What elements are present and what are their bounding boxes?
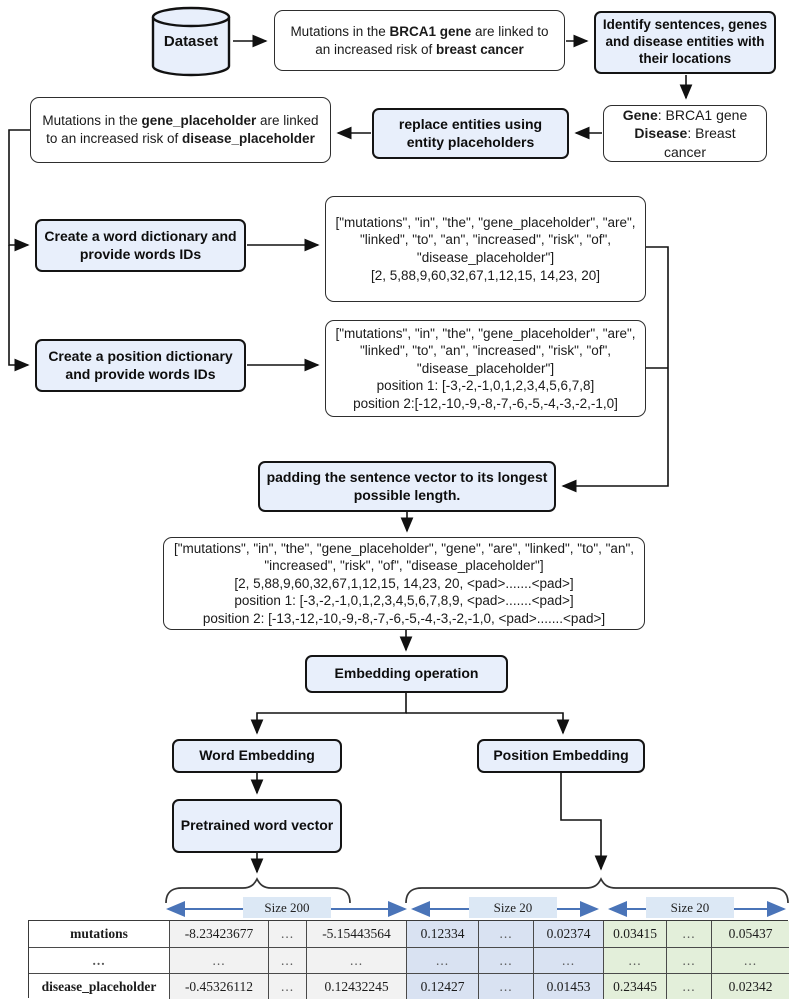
- row-header: disease_placeholder: [29, 973, 169, 999]
- brace-position-embedding: [405, 877, 789, 904]
- table-cell: ...: [268, 921, 306, 947]
- table-cell: ...: [406, 947, 478, 973]
- sentence-text: are linked to an increased risk of: [46, 113, 319, 146]
- pretrained-vector-label: Pretrained word vector: [180, 817, 334, 834]
- gene-value: : BRCA1 gene: [657, 107, 748, 124]
- arrow-embedding-to-position: [406, 712, 570, 735]
- disease-entity: breast cancer: [436, 41, 524, 57]
- replace-entities-node: replace entities using entity placeholde…: [372, 108, 569, 159]
- disease-value: : Breast cancer: [663, 125, 736, 160]
- word-ids-node: ["mutations", "in", "the", "gene_placeho…: [325, 196, 646, 302]
- table-cell: ...: [169, 947, 268, 973]
- dataset-label: Dataset: [163, 33, 219, 50]
- embedding-operation-node: Embedding operation: [305, 655, 508, 693]
- disease-label: Disease: [634, 125, 688, 142]
- table-cell: 0.05437: [711, 921, 789, 947]
- table-cell: ...: [306, 947, 406, 973]
- position-embedding-node: Position Embedding: [477, 739, 645, 773]
- table-cell: -0.45326112: [169, 973, 268, 999]
- arrow-position-to-brace: [560, 773, 608, 871]
- size-200-text: Size 200: [264, 899, 310, 915]
- identify-entities-node: Identify sentences, genes and disease en…: [594, 11, 776, 74]
- create-position-dict-node: Create a position dictionary and provide…: [35, 339, 246, 392]
- table-cell: -8.23423677: [169, 921, 268, 947]
- gene-label: Gene: [622, 107, 658, 124]
- create-word-dict-node: Create a word dictionary and provide wor…: [35, 219, 246, 272]
- table-cell: ...: [268, 973, 306, 999]
- dataset-cylinder-shape: [151, 6, 231, 77]
- size-20-blue-label: Size 20: [469, 897, 557, 918]
- padding-node: padding the sentence vector to its longe…: [258, 461, 556, 512]
- table-cell: ...: [666, 921, 711, 947]
- padded-vector-node: ["mutations", "in", "the", "gene_placeho…: [163, 537, 645, 630]
- table-cell: 0.12432245: [306, 973, 406, 999]
- table-cell: ...: [666, 973, 711, 999]
- size-200-label: Size 200: [243, 897, 331, 918]
- disease-placeholder: disease_placeholder: [182, 131, 315, 146]
- table-cell: -5.15443564: [306, 921, 406, 947]
- table-cell: 0.23445: [603, 973, 666, 999]
- table-cell: ...: [478, 973, 533, 999]
- table-cell: ...: [711, 947, 789, 973]
- gene-entity: BRCA1 gene: [389, 23, 472, 39]
- embedding-operation-label: Embedding operation: [334, 665, 479, 682]
- entities-text: Gene: BRCA1 gene Disease: Breast cancer: [612, 106, 758, 161]
- position-ids-node: ["mutations", "in", "the", "gene_placeho…: [325, 320, 646, 417]
- sentence-text: Mutations in the: [290, 23, 390, 39]
- arrow-embedding-to-word: [250, 693, 407, 735]
- placeholder-sentence-node: Mutations in the gene_placeholder are li…: [30, 97, 331, 163]
- embedding-table: mutations -8.23423677 ... -5.15443564 0.…: [28, 920, 789, 999]
- entities-node: Gene: BRCA1 gene Disease: Breast cancer: [603, 105, 767, 162]
- sentence-text: Mutations in the: [42, 113, 142, 129]
- table-cell: 0.12427: [406, 973, 478, 999]
- sentence-text: are linked to an increased risk of: [315, 23, 549, 57]
- padded-vector-text: ["mutations", "in", "the", "gene_placeho…: [173, 540, 634, 626]
- source-sentence-text: Mutations in the BRCA1 gene are linked t…: [283, 23, 556, 58]
- word-embedding-label: Word Embedding: [199, 747, 315, 764]
- arrow-to-word-dict: [8, 129, 30, 252]
- row-header: mutations: [29, 921, 169, 947]
- table-cell: ...: [603, 947, 666, 973]
- table-cell: ...: [268, 947, 306, 973]
- table-cell: 0.01453: [533, 973, 603, 999]
- pretrained-vector-node: Pretrained word vector: [172, 799, 342, 853]
- position-ids-text: ["mutations", "in", "the", "gene_placeho…: [335, 325, 636, 411]
- size-20-green-label: Size 20: [646, 897, 734, 918]
- table-cell: 0.12334: [406, 921, 478, 947]
- table-cell: ...: [533, 947, 603, 973]
- row-header: ...: [29, 947, 169, 973]
- braces: [165, 877, 789, 904]
- table-cell: 0.02374: [533, 921, 603, 947]
- identify-entities-label: Identify sentences, genes and disease en…: [602, 17, 768, 66]
- dataset-node: Dataset: [150, 5, 232, 78]
- table-cell: ...: [666, 947, 711, 973]
- gene-placeholder: gene_placeholder: [141, 113, 257, 129]
- table-cell: 0.03415: [603, 921, 666, 947]
- arrow-ids-to-padding: [561, 246, 669, 493]
- position-embedding-label: Position Embedding: [493, 747, 629, 764]
- table-cell: ...: [478, 947, 533, 973]
- size-20-green-text: Size 20: [670, 899, 710, 915]
- padding-label: padding the sentence vector to its longe…: [266, 469, 548, 503]
- brace-word-embedding: [165, 877, 351, 904]
- replace-entities-label: replace entities using entity placeholde…: [398, 116, 543, 150]
- table-cell: 0.02342: [711, 973, 789, 999]
- create-position-dict-label: Create a position dictionary and provide…: [48, 348, 233, 382]
- size-20-blue-text: Size 20: [493, 899, 533, 915]
- table-cell: ...: [478, 921, 533, 947]
- arrow-to-position-dict: [8, 245, 30, 372]
- source-sentence-node: Mutations in the BRCA1 gene are linked t…: [274, 10, 565, 71]
- word-ids-text: ["mutations", "in", "the", "gene_placeho…: [335, 214, 636, 283]
- create-word-dict-label: Create a word dictionary and provide wor…: [44, 228, 237, 262]
- flow-arrows: [8, 34, 693, 874]
- word-embedding-node: Word Embedding: [172, 739, 342, 773]
- placeholder-sentence-text: Mutations in the gene_placeholder are li…: [39, 112, 322, 147]
